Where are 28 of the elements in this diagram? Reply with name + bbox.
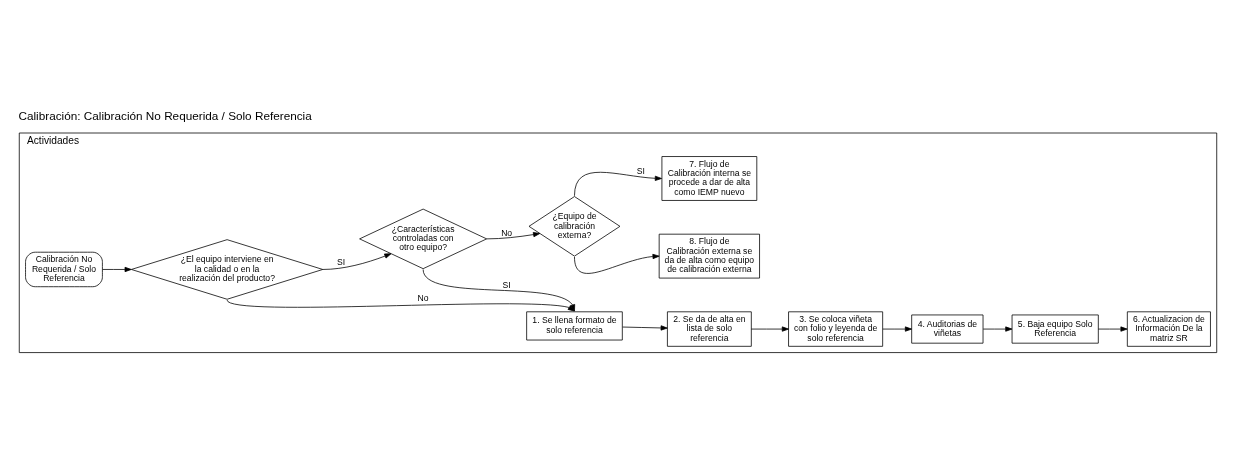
arrow	[882, 326, 912, 332]
edge-label: No	[417, 293, 429, 304]
arrow	[574, 253, 660, 274]
arrow	[322, 253, 392, 270]
arrow	[750, 326, 789, 332]
node-box: 3. Se coloca viñeta con folio y leyenda de solo referencia	[788, 311, 884, 347]
node-box: 2. Se da de alta en lista de solo referencia	[667, 311, 752, 347]
node-box: 8. Flujo de Calibración externa se da de alta como equipo de calibración externa	[658, 233, 760, 279]
arrow	[1097, 326, 1128, 332]
arrow	[982, 326, 1013, 332]
edge-label: SI	[502, 280, 511, 291]
arrow	[574, 171, 662, 197]
node-box: 1. Se llena formato de solo referencia	[526, 311, 623, 341]
edge-label: No	[501, 227, 513, 238]
edge-label: SI	[636, 166, 645, 177]
node-diamond: ¿El equipo interviene en la calidad o en la realización del producto?	[131, 239, 324, 300]
arrow	[102, 266, 132, 273]
node-box: Calibración No Requerida / Solo Referencia	[25, 251, 103, 288]
edge-label: SI	[337, 257, 346, 268]
arrow	[486, 232, 541, 240]
diagram-title: Calibración: Calibración No Requerida / Solo Referencia	[18, 108, 312, 122]
node-diamond: ¿Equipo de calibración externa?	[528, 196, 621, 257]
node-diamond: ¿Características controladas con otro equipo?	[359, 208, 488, 270]
arrow	[622, 325, 668, 331]
node-box: 5. Baja equipo Solo Referencia	[1011, 314, 1099, 344]
node-box: 7. Flujo de Calibración interna se procede a dar de alta como IEMP nuevo	[661, 156, 758, 201]
node-box: 4. Auditorias de viñetas	[911, 314, 984, 344]
node-box: 6. Actualizacion de Información De la matriz SR	[1126, 311, 1211, 347]
